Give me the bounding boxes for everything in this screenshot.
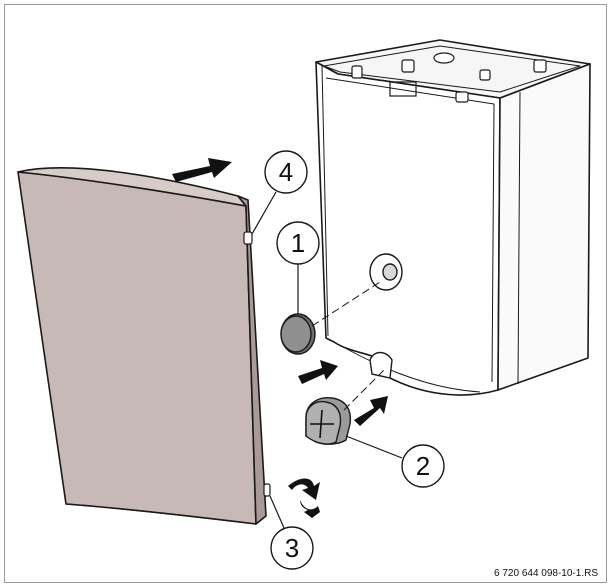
callout-4-circle: [264, 150, 308, 194]
cap-1: [280, 313, 316, 355]
panel-face: [17, 171, 257, 525]
leader-2: [345, 435, 403, 459]
callout-3: 3: [270, 526, 314, 570]
dashed-lines: [311, 281, 385, 411]
boiler-front: [315, 61, 501, 396]
top-fittings: [351, 52, 547, 103]
boiler-left-edge: [321, 65, 329, 337]
callout-4: 4: [264, 150, 308, 194]
callout-4-label: 4: [279, 157, 293, 187]
leader-4: [251, 191, 277, 235]
callout-2-label: 2: [416, 451, 430, 481]
front-panel: [17, 167, 267, 525]
fitting-6: [455, 91, 469, 103]
leader-lines: [251, 191, 403, 529]
callout-1-label: 1: [291, 228, 305, 258]
callout-2: 2: [401, 444, 445, 488]
arrow-to-lower-opening: [298, 360, 338, 384]
callout-1: 1: [276, 221, 320, 265]
boiler-side-edge: [517, 91, 521, 385]
upper-opening: [369, 253, 403, 291]
fitting-1: [351, 65, 363, 79]
pin-top-body: [243, 231, 253, 245]
figure-code: 6 720 644 098-10-1.RS: [494, 568, 598, 579]
callout-3-circle: [270, 526, 314, 570]
callout-1-circle: [276, 221, 320, 265]
boiler-unit: [315, 39, 591, 396]
boiler-bottom-band: [333, 341, 481, 393]
fitting-2: [401, 59, 415, 73]
callout-2-circle: [401, 444, 445, 488]
boiler-side: [497, 63, 591, 391]
fitting-5: [533, 59, 547, 73]
lower-opening: [369, 351, 393, 379]
arrow-up-right: [172, 158, 232, 182]
dash-cap2-to-lower-opening: [343, 369, 385, 411]
upper-opening-hole: [382, 263, 398, 281]
fitting-4: [479, 69, 491, 81]
cap-1-face: [280, 315, 312, 353]
fitting-3: [433, 52, 455, 64]
cap-2: [305, 397, 352, 445]
fitting-7: [389, 81, 417, 97]
boiler-front-inner: [325, 77, 495, 383]
panel-bottom-lip: [65, 503, 267, 525]
pin-top: [243, 231, 253, 245]
figure-frame: [4, 4, 607, 583]
leader-3: [269, 495, 285, 529]
pin-bottom: [263, 483, 271, 497]
cap-2-front: [305, 400, 342, 445]
boiler-top-rim: [323, 45, 581, 93]
dash-cap1-to-upper-opening: [311, 281, 381, 327]
pin-bottom-body: [263, 483, 271, 497]
callout-3-label: 3: [285, 533, 299, 563]
arrow-pin-bottom: [288, 478, 320, 518]
arrows: [172, 158, 388, 518]
lower-opening-rim: [369, 351, 393, 379]
arrow-cap-2: [354, 396, 388, 426]
